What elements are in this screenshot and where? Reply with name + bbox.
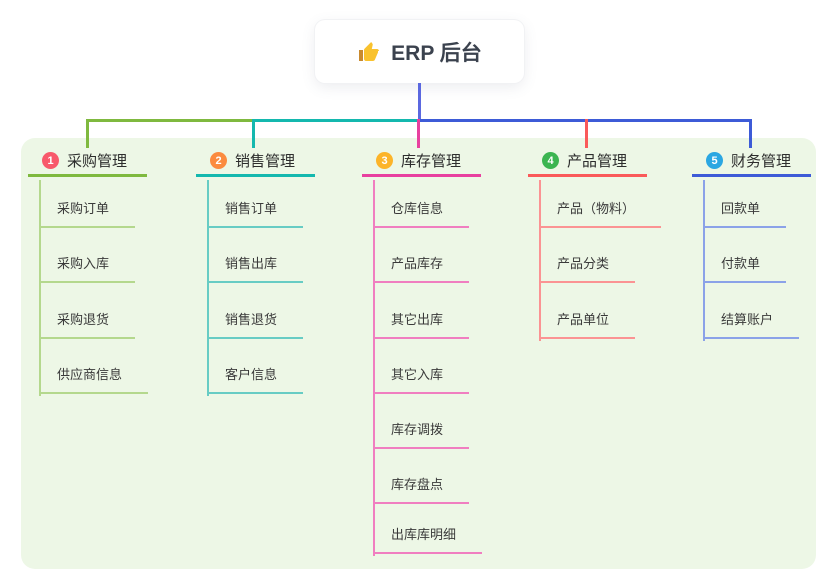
child-node-stock-taking[interactable]: 库存盘点 — [373, 466, 470, 504]
branch-node-inventory[interactable]: 3 库存管理 — [362, 147, 481, 177]
child-node-warehouse-info[interactable]: 仓库信息 — [373, 190, 470, 228]
connector-children-product — [539, 180, 541, 341]
branch-label: 库存管理 — [401, 153, 462, 170]
branch-node-finance[interactable]: 5 财务管理 — [692, 147, 811, 177]
child-node-stock-transfer[interactable]: 库存调拨 — [373, 411, 470, 449]
child-node-receipt-bill[interactable]: 回款单 — [703, 190, 787, 228]
child-node-purchase-order[interactable]: 采购订单 — [39, 190, 136, 228]
child-node-customer-info[interactable]: 客户信息 — [207, 356, 304, 394]
thumbs-up-icon — [359, 41, 380, 61]
connector-children-inventory — [373, 180, 375, 556]
connector-drop-sales — [252, 119, 255, 148]
child-node-other-outbound[interactable]: 其它出库 — [373, 301, 470, 339]
connector-children-procurement — [39, 180, 41, 396]
child-node-purchase-return[interactable]: 采购退货 — [39, 301, 136, 339]
connector-bus-procurement — [86, 119, 254, 122]
child-node-other-inbound[interactable]: 其它入库 — [373, 356, 470, 394]
child-node-outbound-detail[interactable]: 出库库明细 — [373, 516, 483, 554]
child-node-sales-order[interactable]: 销售订单 — [207, 190, 304, 228]
connector-drop-finance — [749, 119, 752, 148]
branch-node-sales[interactable]: 2 销售管理 — [196, 147, 315, 177]
branch-node-procurement[interactable]: 1 采购管理 — [28, 147, 147, 177]
badge-2-icon: 2 — [210, 152, 227, 169]
child-node-product-unit[interactable]: 产品单位 — [539, 301, 636, 339]
child-node-product-category[interactable]: 产品分类 — [539, 245, 636, 283]
branch-label: 销售管理 — [235, 153, 296, 170]
child-node-payment-bill[interactable]: 付款单 — [703, 245, 787, 283]
root-node-erp[interactable]: ERP 后台 — [315, 20, 524, 83]
connector-drop-product — [585, 119, 588, 148]
branches-panel — [21, 138, 816, 569]
connector-children-sales — [207, 180, 209, 396]
child-node-sales-return[interactable]: 销售退货 — [207, 301, 304, 339]
connector-bus-sales — [252, 119, 419, 122]
child-node-supplier-info[interactable]: 供应商信息 — [39, 356, 149, 394]
connector-children-finance — [703, 180, 705, 341]
badge-5-icon: 5 — [706, 152, 723, 169]
root-node-label: ERP 后台 — [391, 41, 482, 65]
badge-3-icon: 3 — [376, 152, 393, 169]
branch-node-product[interactable]: 4 产品管理 — [528, 147, 647, 177]
child-node-product-material[interactable]: 产品（物料） — [539, 190, 662, 228]
badge-1-icon: 1 — [42, 152, 59, 169]
child-node-purchase-inbound[interactable]: 采购入库 — [39, 245, 136, 283]
child-node-settlement-account[interactable]: 结算账户 — [703, 301, 800, 339]
badge-4-icon: 4 — [542, 152, 559, 169]
child-node-sales-outbound[interactable]: 销售出库 — [207, 245, 304, 283]
connector-drop-procurement — [86, 119, 89, 148]
branch-label: 采购管理 — [67, 153, 128, 170]
branch-label: 财务管理 — [731, 153, 792, 170]
child-node-product-stock[interactable]: 产品库存 — [373, 245, 470, 283]
connector-drop-inventory — [417, 119, 420, 148]
connector-root-drop — [418, 83, 421, 121]
branch-label: 产品管理 — [567, 153, 628, 170]
